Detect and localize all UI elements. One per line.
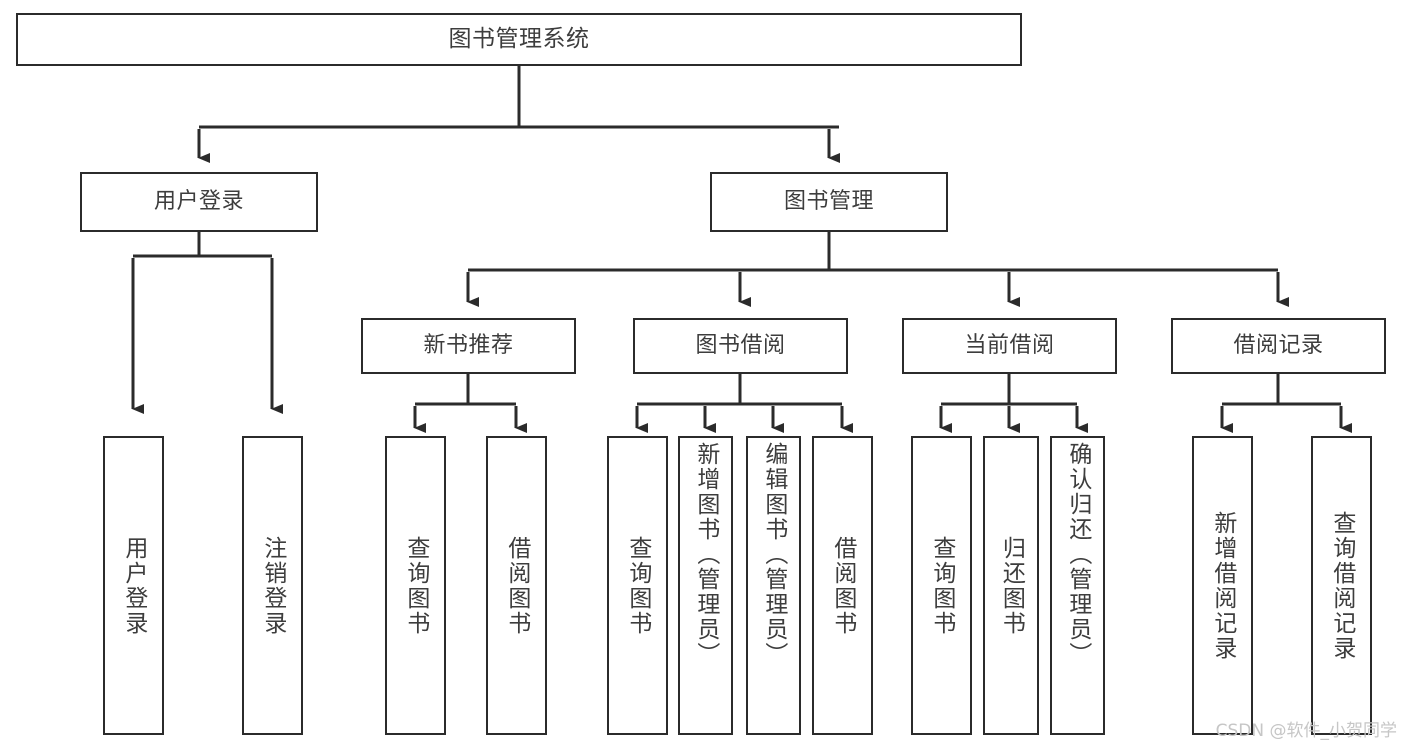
node-label: 图书管理系统 [448, 25, 590, 52]
node-label: 查询借阅记录 [1328, 510, 1355, 661]
node-leaf-confirm-return-admin[interactable]: 确认归还（管理员） [1050, 436, 1105, 735]
node-label: 查询图书 [624, 535, 651, 636]
node-label: 用户登录 [153, 188, 244, 214]
node-user-login[interactable]: 用户登录 [80, 172, 318, 232]
node-leaf-logout[interactable]: 注销登录 [242, 436, 303, 735]
node-leaf-edit-book-admin[interactable]: 编辑图书（管理员） [746, 436, 801, 735]
node-leaf-query-book-borrow[interactable]: 查询图书 [607, 436, 668, 735]
watermark-text: CSDN @软件_小贺同学 [1215, 721, 1397, 741]
node-label: 编辑图书（管理员） [760, 442, 787, 667]
node-label: 图书借阅 [695, 332, 786, 358]
node-borrow-records[interactable]: 借阅记录 [1171, 318, 1386, 374]
node-label: 借阅图书 [829, 535, 856, 636]
node-label: 查询图书 [928, 535, 955, 636]
node-label: 归还图书 [998, 535, 1025, 636]
node-book-borrow[interactable]: 图书借阅 [633, 318, 848, 374]
node-current-borrow[interactable]: 当前借阅 [902, 318, 1117, 374]
node-label: 新书推荐 [423, 332, 514, 358]
node-leaf-add-borrow-record[interactable]: 新增借阅记录 [1192, 436, 1253, 735]
node-leaf-return-book[interactable]: 归还图书 [983, 436, 1039, 735]
node-label: 用户登录 [120, 535, 147, 636]
node-label: 注销登录 [259, 535, 286, 636]
node-label: 借阅记录 [1233, 332, 1324, 358]
node-leaf-query-book-recommend[interactable]: 查询图书 [385, 436, 446, 735]
node-label: 新增图书（管理员） [692, 442, 719, 667]
node-label: 查询图书 [402, 535, 429, 636]
node-root-book-management-system[interactable]: 图书管理系统 [16, 13, 1022, 66]
node-label: 确认归还（管理员） [1064, 442, 1091, 667]
node-label: 图书管理 [783, 188, 874, 214]
node-label: 新增借阅记录 [1209, 510, 1236, 661]
node-book-management[interactable]: 图书管理 [710, 172, 948, 232]
node-leaf-add-book-admin[interactable]: 新增图书（管理员） [678, 436, 733, 735]
node-leaf-borrow-book[interactable]: 借阅图书 [812, 436, 873, 735]
node-label: 当前借阅 [964, 332, 1055, 358]
node-leaf-query-borrow-record[interactable]: 查询借阅记录 [1311, 436, 1372, 735]
node-leaf-user-login[interactable]: 用户登录 [103, 436, 164, 735]
node-new-book-recommend[interactable]: 新书推荐 [361, 318, 576, 374]
node-label: 借阅图书 [503, 535, 530, 636]
node-leaf-borrow-book-recommend[interactable]: 借阅图书 [486, 436, 547, 735]
node-leaf-query-book-current[interactable]: 查询图书 [911, 436, 972, 735]
